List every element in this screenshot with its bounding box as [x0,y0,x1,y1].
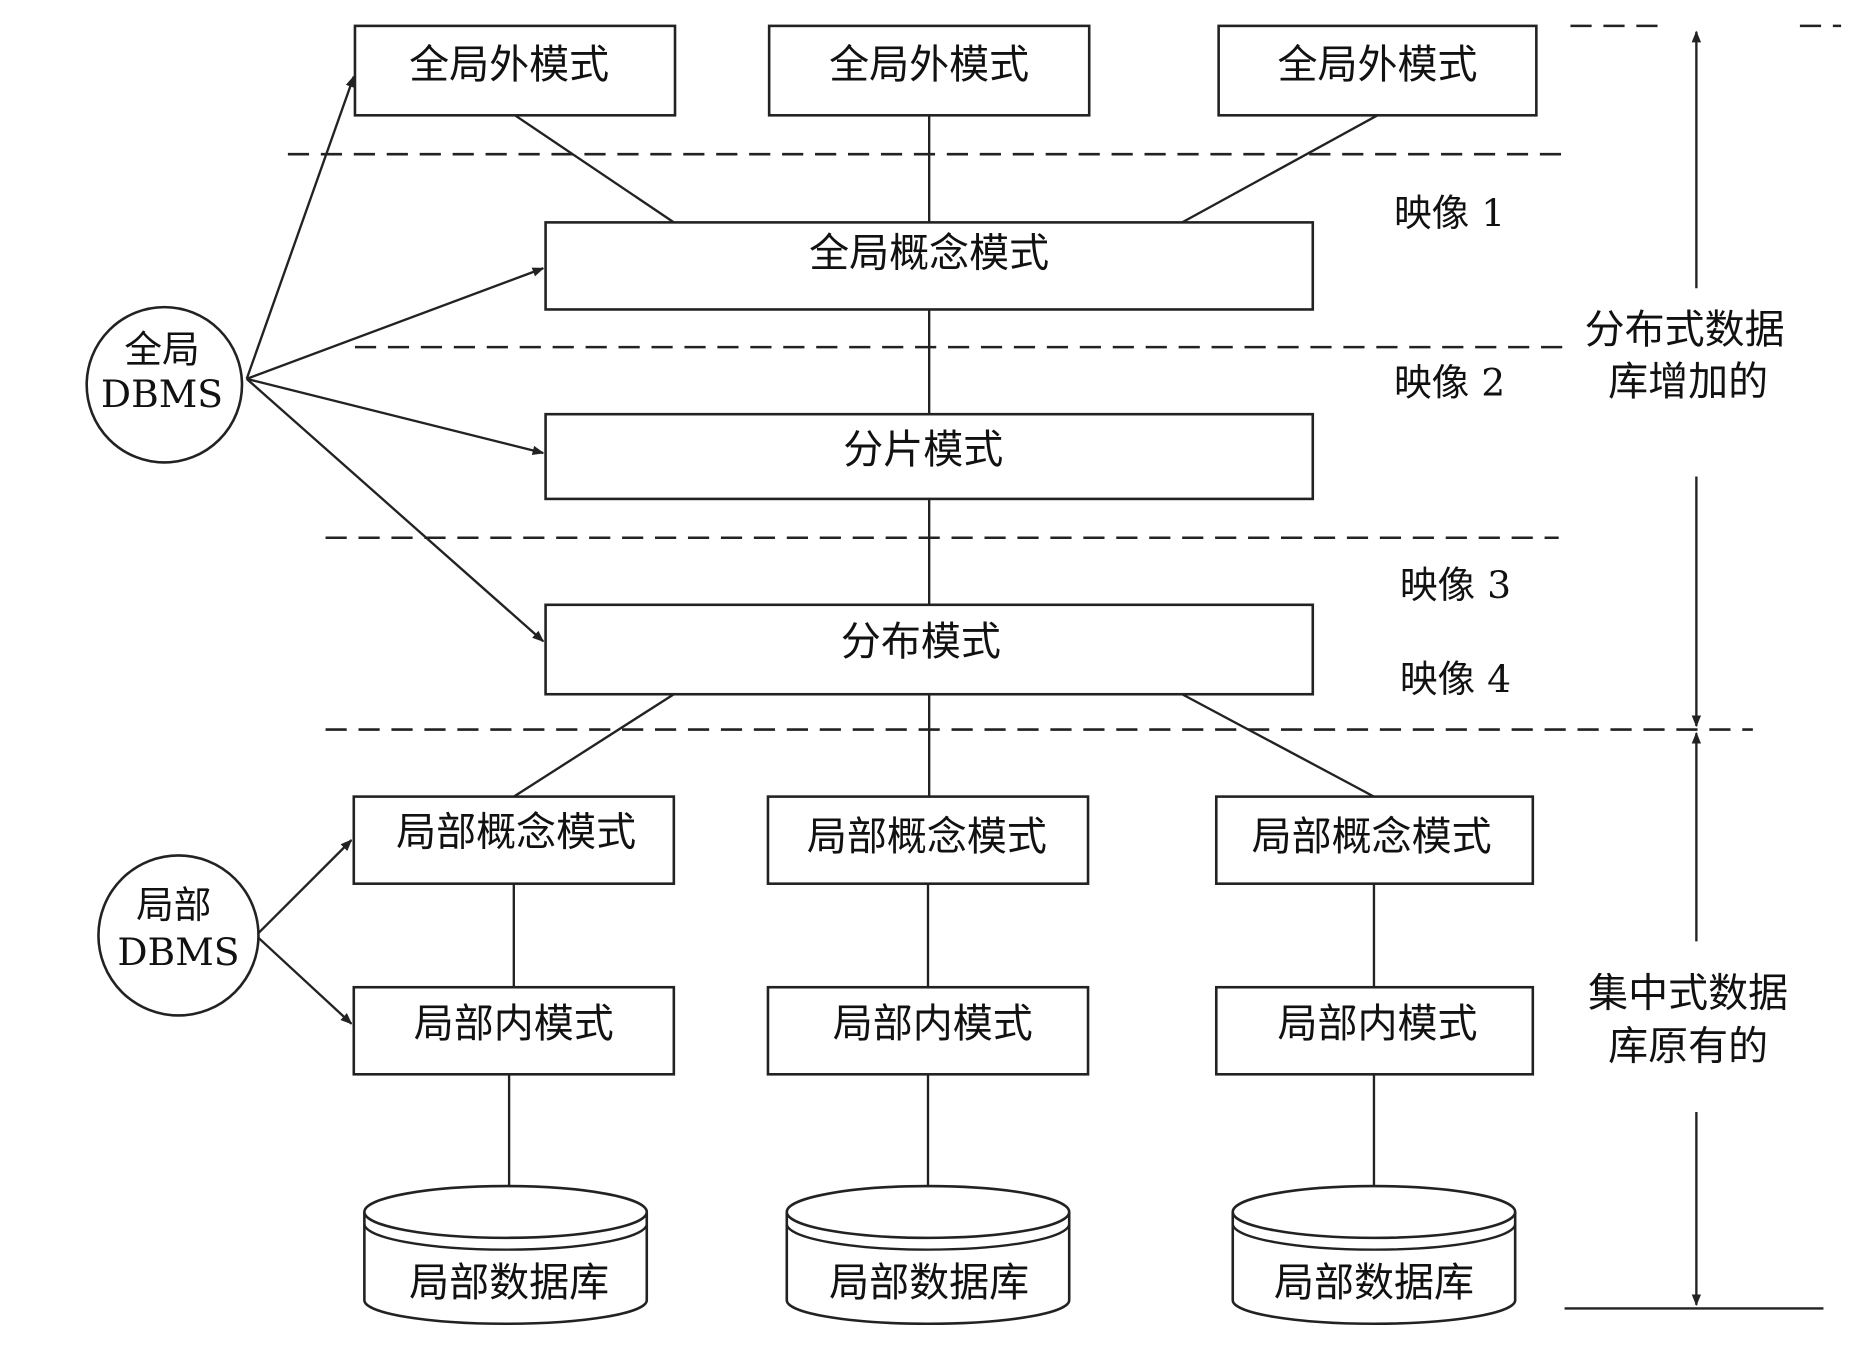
global-external-schema: 全局外模式 [353,24,677,117]
allocation-schema: 分布模式 [544,603,1315,696]
global-external-schema: 全局外模式 [1217,24,1538,117]
svg-text:库增加的: 库增加的 [1608,359,1768,405]
local-dbms-arrows [257,839,353,1025]
svg-text:全局外模式: 全局外模式 [1277,42,1477,88]
local-conceptual-schema: 局部概念模式 [766,795,1090,885]
svg-text:局部数据库: 局部数据库 [1274,1260,1474,1306]
svg-text:DBMS: DBMS [101,372,223,416]
svg-text:局部概念模式: 局部概念模式 [807,814,1047,860]
svg-text:局部数据库: 局部数据库 [829,1260,1029,1306]
svg-text:局部内模式: 局部内模式 [1277,1001,1477,1047]
global-conceptual-schema: 全局概念模式 [544,221,1315,311]
mapping-label: 映像 2 [1394,360,1505,404]
local-database-icon: 局部数据库 [1231,1184,1517,1326]
svg-text:全局外模式: 全局外模式 [409,42,609,88]
local-internal-schema: 局部内模式 [1214,985,1535,1076]
centralized-original-range: 集中式数据 库原有的 [1588,731,1788,1307]
mapping-label: 映像 3 [1400,563,1511,607]
svg-text:局部内模式: 局部内模式 [833,1001,1033,1047]
svg-text:局部概念模式: 局部概念模式 [1252,814,1492,860]
global-dbms-arrows [245,75,545,643]
svg-text:局部内模式: 局部内模式 [414,1001,614,1047]
svg-text:全局: 全局 [124,328,199,372]
connectors [507,114,1379,1189]
svg-text:全局外模式: 全局外模式 [829,42,1029,88]
mapping-label: 映像 4 [1400,657,1511,701]
local-dbms-node: 局部 DBMS [97,854,260,1017]
local-database-icon: 局部数据库 [785,1184,1071,1326]
svg-text:分布式数据: 分布式数据 [1585,307,1785,353]
svg-text:分片模式: 分片模式 [843,427,1003,473]
svg-text:局部概念模式: 局部概念模式 [396,809,636,855]
global-dbms-node: 全局 DBMS [85,305,244,464]
local-internal-schema: 局部内模式 [352,985,676,1076]
svg-text:全局概念模式: 全局概念模式 [809,231,1049,277]
svg-text:集中式数据: 集中式数据 [1588,971,1788,1017]
global-external-schema: 全局外模式 [767,24,1091,117]
local-internal-schema: 局部内模式 [766,985,1090,1076]
svg-text:库原有的: 库原有的 [1608,1024,1768,1070]
local-database-icon: 局部数据库 [363,1184,649,1326]
local-conceptual-schema: 局部概念模式 [352,795,676,885]
local-conceptual-schema: 局部概念模式 [1214,795,1535,885]
svg-text:分布模式: 分布模式 [841,619,1001,665]
distributed-added-range: 分布式数据 库增加的 [1585,30,1785,728]
fragmentation-schema: 分片模式 [544,412,1315,501]
svg-text:局部: 局部 [136,883,211,927]
mapping-label: 映像 1 [1394,191,1505,235]
svg-text:DBMS: DBMS [117,930,239,974]
svg-text:局部数据库: 局部数据库 [409,1260,609,1306]
